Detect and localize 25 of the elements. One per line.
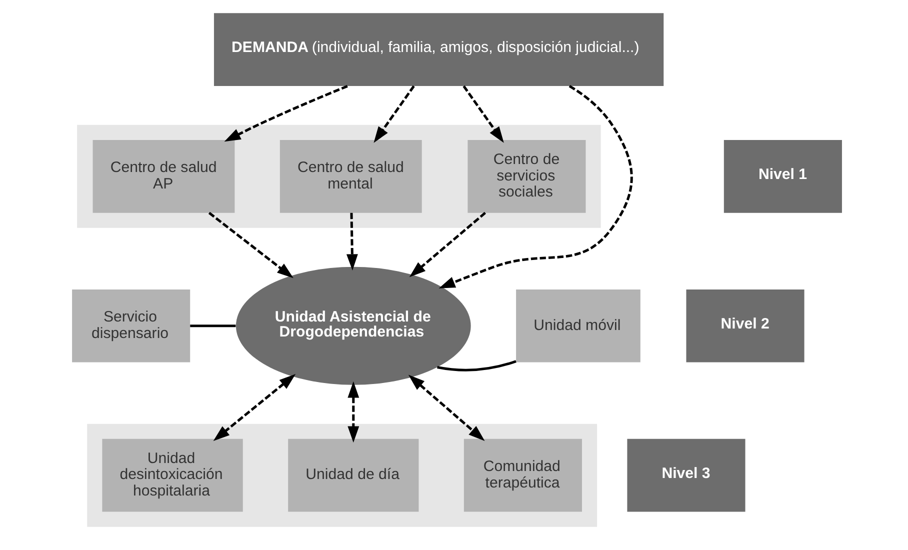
node-box: Nivel 2	[686, 289, 804, 362]
node-box: Unidad de día	[288, 438, 418, 512]
arrow	[438, 84, 632, 288]
node-box: Unidad móvil	[516, 289, 640, 362]
node-box: Centro de salud AP	[92, 140, 234, 213]
node-box: Comunidad terapéutica	[463, 438, 582, 512]
node-box: Nivel 1	[723, 140, 842, 213]
node-box: DEMANDA (individual, familia, amigos, disposición judicial...)	[213, 13, 664, 86]
node-box: Centro de salud mental	[279, 140, 422, 213]
arrow	[208, 212, 293, 278]
arrow	[346, 212, 358, 271]
arrow	[462, 85, 504, 143]
node-box: Servicio dispensario	[72, 289, 190, 362]
arrow	[373, 85, 414, 143]
connector	[190, 324, 236, 328]
arrow	[347, 381, 359, 443]
node-box: Nivel 3	[626, 438, 745, 512]
arrow	[212, 374, 296, 441]
arrow	[224, 85, 348, 142]
node-box: Unidad desintoxicación hospitalaria	[102, 438, 242, 512]
node-ellipse: Unidad Asistencial de Drogodependencias	[235, 266, 470, 385]
arrow	[408, 212, 486, 278]
arrow	[408, 374, 484, 441]
node-box: Centro de servicios sociales	[467, 140, 586, 213]
connector	[436, 360, 516, 372]
